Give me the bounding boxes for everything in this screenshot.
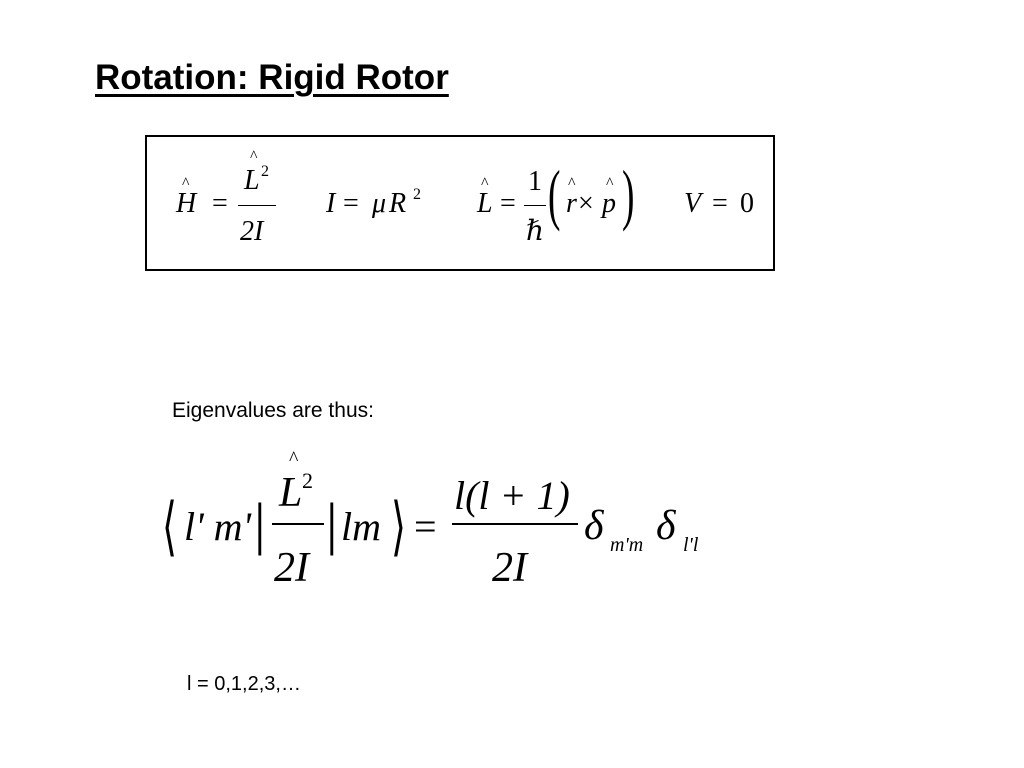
superscript-two: 2 xyxy=(413,186,421,203)
denominator-2i: 2I xyxy=(240,216,264,247)
denominator-2i: 2I xyxy=(492,545,527,591)
angular-momentum-symbol: L xyxy=(244,165,260,196)
quantum-number-values: l = 0,1,2,3,… xyxy=(187,673,301,695)
equation-box xyxy=(145,135,775,271)
hamiltonian-symbol: H xyxy=(176,188,197,219)
right-angle-bracket: ⟩ xyxy=(391,491,406,562)
right-paren: ) xyxy=(622,156,635,232)
left-paren: ( xyxy=(548,156,561,232)
eigenvalues-label: Eigenvalues are thus: xyxy=(172,399,374,422)
hbar-symbol: ℏ xyxy=(526,216,545,247)
reduced-mass-symbol: μ xyxy=(372,188,387,219)
zero-value: 0 xyxy=(740,188,754,219)
superscript-two: 2 xyxy=(261,163,269,180)
potential-symbol: V xyxy=(684,188,702,219)
slide-title: Rotation: Rigid Rotor xyxy=(95,58,449,97)
numerator-one: 1 xyxy=(528,166,542,197)
equals-sign: = xyxy=(414,504,437,549)
hat-icon: ^ xyxy=(289,448,299,470)
hat-icon: ^ xyxy=(568,175,576,192)
hat-icon: ^ xyxy=(250,148,258,165)
superscript-two: 2 xyxy=(302,468,313,493)
cross-product-sign: × xyxy=(578,188,594,219)
radius-symbol: R xyxy=(389,188,407,219)
hat-icon: ^ xyxy=(182,175,190,192)
angular-momentum-operator: L xyxy=(477,188,493,219)
eigenvalue-numerator: l(l + 1) xyxy=(454,473,570,518)
equals-sign: = xyxy=(712,188,728,219)
vertical-bar: | xyxy=(254,491,266,556)
equals-sign: = xyxy=(343,188,359,219)
subscript-mm: m'm xyxy=(610,534,644,556)
fraction-bar xyxy=(272,523,324,525)
kronecker-delta-m: δ xyxy=(584,503,604,549)
momentum-symbol: p xyxy=(602,188,616,219)
moment-of-inertia-symbol: I xyxy=(326,188,336,219)
left-angle-bracket: ⟨ xyxy=(162,491,177,562)
kronecker-delta-l: δ xyxy=(656,503,676,549)
hat-icon: ^ xyxy=(606,175,614,192)
fraction-bar xyxy=(452,523,578,525)
hat-icon: ^ xyxy=(481,175,489,192)
equals-sign: = xyxy=(212,188,228,219)
vertical-bar: | xyxy=(326,491,338,556)
fraction-bar xyxy=(524,205,546,206)
angular-momentum-squared: L xyxy=(279,470,303,516)
fraction-bar xyxy=(238,205,276,206)
bra-state: l' m' xyxy=(184,504,252,549)
subscript-ll: l'l xyxy=(683,534,699,556)
ket-state: lm xyxy=(341,504,381,549)
equals-sign: = xyxy=(500,188,516,219)
denominator-2i: 2I xyxy=(274,545,309,591)
position-vector-symbol: r xyxy=(566,188,577,219)
